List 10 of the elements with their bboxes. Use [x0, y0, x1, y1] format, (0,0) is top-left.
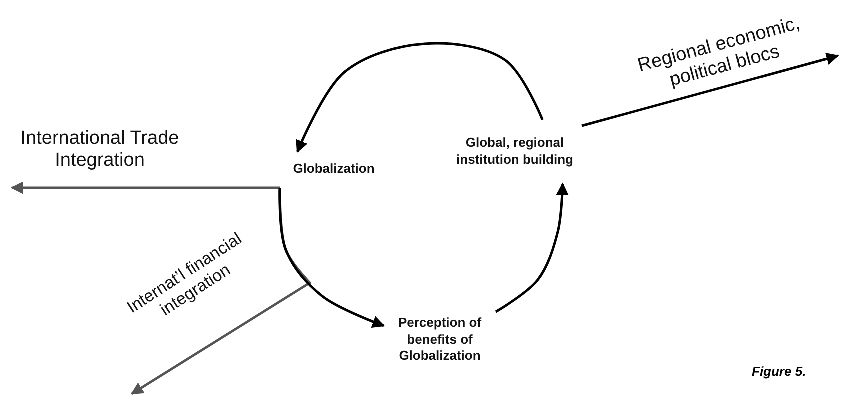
figure-number: Figure 5.: [752, 364, 806, 379]
arrow: [296, 42, 544, 154]
node-label: Global, regional institution building: [456, 135, 574, 169]
node-label: Globalization: [293, 160, 375, 178]
edge-label: International Trade Integration: [20, 128, 180, 172]
arrow: [278, 188, 386, 328]
arrow: [582, 52, 840, 128]
node-label: Perception of benefits of Globalization: [397, 314, 483, 366]
arrow: [495, 182, 569, 314]
arrow: [10, 182, 280, 194]
